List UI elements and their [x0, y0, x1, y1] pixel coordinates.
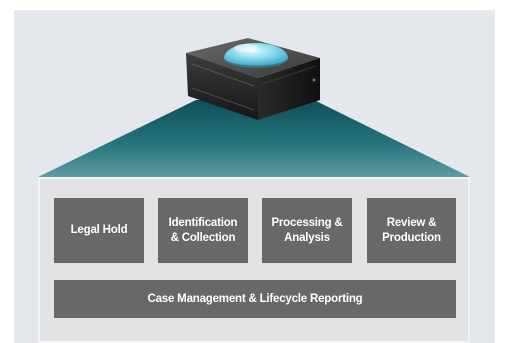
stage-label-line2: & Collection: [170, 231, 236, 244]
stage-label-line1: Legal Hold: [70, 224, 128, 236]
stage-review-production: Review & Production: [367, 198, 456, 263]
stage-legal-hold: Legal Hold: [54, 198, 144, 263]
stage-processing-analysis: Processing & Analysis: [262, 198, 352, 263]
case-management-bar: Case Management & Lifecycle Reporting: [54, 280, 456, 318]
case-management-label: Case Management & Lifecycle Reporting: [147, 292, 363, 305]
capabilities-panel: Legal Hold Identification & Collection P…: [38, 177, 470, 343]
stage-label-line2: Production: [382, 231, 441, 244]
stage-identification-collection: Identification & Collection: [158, 198, 248, 263]
stage-label-line2: Analysis: [284, 231, 330, 244]
stage-label-line1: Review &: [386, 216, 437, 229]
stage-label-line1: Identification: [168, 216, 238, 229]
stage-label-line1: Processing &: [271, 216, 343, 229]
